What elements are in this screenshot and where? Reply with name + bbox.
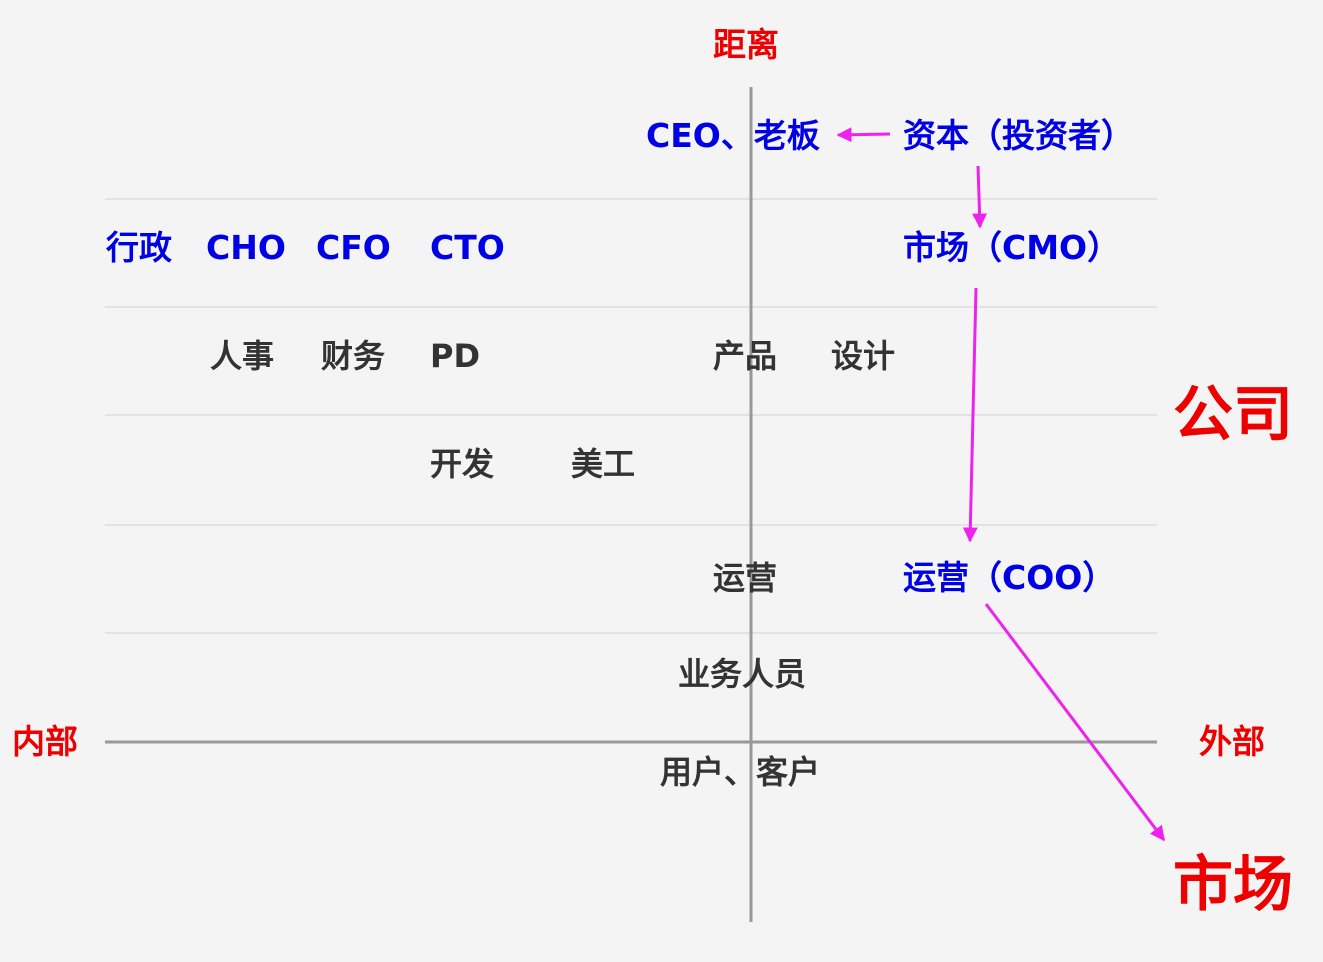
cto-label: CTO — [430, 228, 505, 267]
cmo-label: 市场（CMO） — [903, 228, 1121, 267]
pd-label: PD — [430, 337, 481, 375]
internal-axis-label: 内部 — [12, 722, 78, 761]
operations-label: 运营 — [713, 559, 778, 597]
arrow-cmo-to-coo — [962, 287, 978, 543]
finance-label: 财务 — [321, 337, 386, 375]
market-label: 市场 — [1173, 850, 1293, 920]
coo-label: 运营（COO） — [903, 558, 1116, 597]
product-label: 产品 — [713, 337, 778, 375]
external-axis-label: 外部 — [1199, 722, 1265, 761]
company-label: 公司 — [1173, 380, 1293, 450]
arrow-capital-to-ceo — [836, 127, 891, 143]
users-label: 用户、客户 — [660, 753, 821, 791]
sales-label: 业务人员 — [678, 655, 807, 693]
arrow-capital-to-cmo — [972, 165, 988, 229]
cfo-label: CFO — [316, 228, 391, 267]
distance-axis-label: 距离 — [713, 25, 779, 64]
admin-label: 行政 — [106, 228, 172, 267]
dev-label: 开发 — [430, 445, 495, 483]
design-label: 设计 — [831, 337, 896, 375]
art-label: 美工 — [571, 445, 636, 483]
cho-label: CHO — [206, 228, 286, 267]
ceo-label: CEO、老板 — [646, 116, 820, 155]
hr-label: 人事 — [210, 337, 275, 375]
capital-label: 资本（投资者） — [903, 116, 1134, 155]
arrow-coo-to-market — [984, 603, 1166, 842]
